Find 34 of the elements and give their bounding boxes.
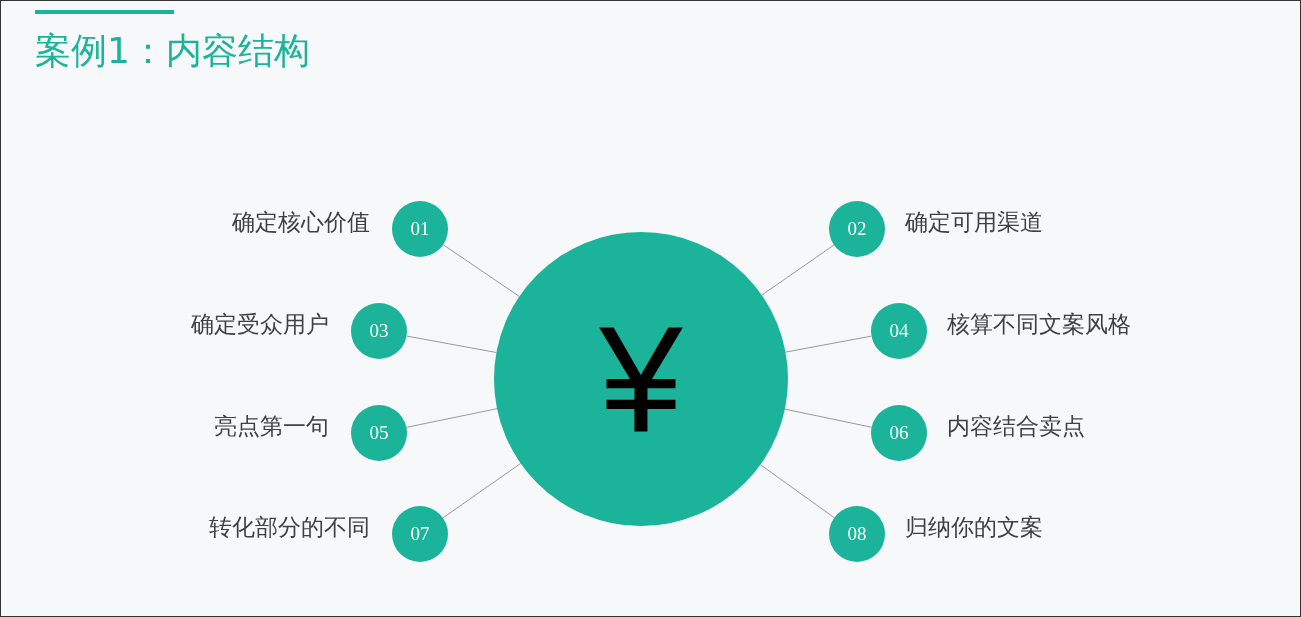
number-circle <box>829 201 885 257</box>
connector-line <box>761 244 835 296</box>
number-circle <box>871 405 927 461</box>
step-number: 04 <box>889 320 909 342</box>
step-number: 05 <box>369 422 389 444</box>
number-circle <box>871 303 927 359</box>
step-label: 转化部分的不同 <box>209 513 370 542</box>
step-number: 06 <box>889 422 909 444</box>
step-label: 亮点第一句 <box>214 412 329 441</box>
connector-line <box>442 244 520 297</box>
connector-line <box>406 335 497 353</box>
step-number: 08 <box>847 523 867 545</box>
number-circle <box>392 201 448 257</box>
step-label: 确定受众用户 <box>191 310 329 339</box>
number-circle <box>351 303 407 359</box>
number-circle <box>351 405 407 461</box>
connector-line <box>785 335 872 353</box>
step-label: 确定核心价值 <box>232 208 370 237</box>
step-label: 归纳你的文案 <box>905 513 1043 542</box>
connector-line <box>442 462 522 519</box>
step-label: 确定可用渠道 <box>905 208 1043 237</box>
number-circle <box>392 506 448 562</box>
currency-symbol: ¥ <box>599 304 683 454</box>
number-circle <box>829 506 885 562</box>
connector-line <box>405 408 498 428</box>
step-number: 02 <box>847 218 867 240</box>
step-number: 07 <box>410 523 430 545</box>
step-number: 03 <box>369 320 389 342</box>
step-number: 01 <box>410 218 430 240</box>
step-label: 核算不同文案风格 <box>947 310 1131 339</box>
connector-line <box>759 464 835 519</box>
title: 案例1：内容结构 <box>35 29 310 73</box>
step-label: 内容结合卖点 <box>947 412 1085 441</box>
connector-line <box>784 408 873 428</box>
